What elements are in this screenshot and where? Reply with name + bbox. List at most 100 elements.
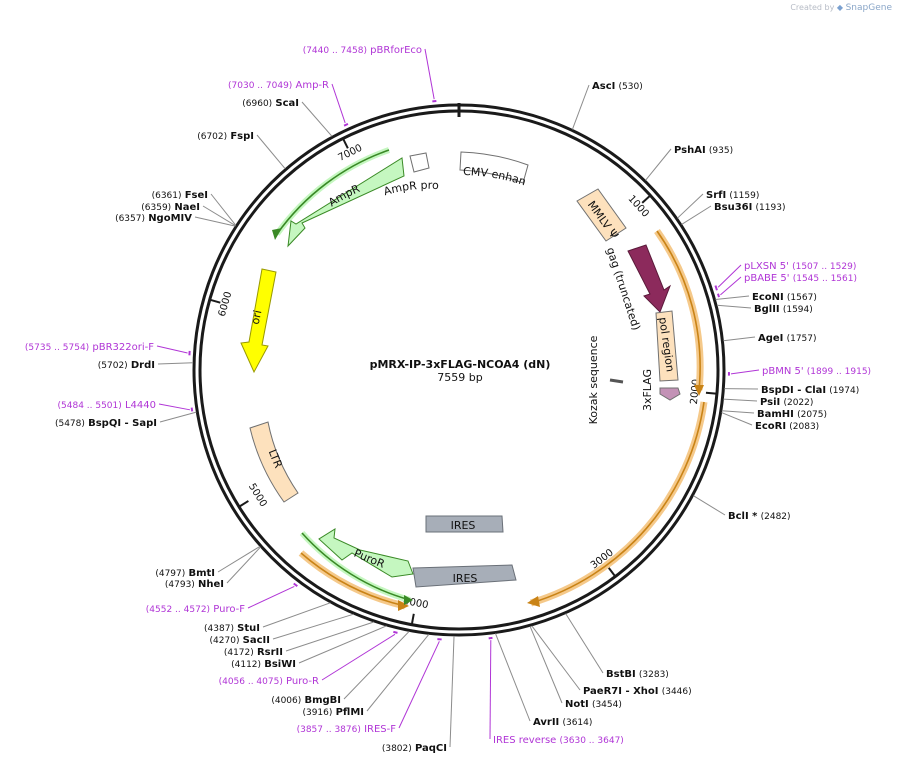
primer-label: (5484 .. 5501) L4440 [58, 400, 157, 411]
primer-label: (7440 .. 7458) pBRforEco [303, 45, 422, 56]
cut-line [723, 398, 758, 402]
primer-line [321, 633, 396, 681]
cut-line [210, 193, 237, 226]
enzyme-label: AvrII (3614) [533, 717, 592, 728]
primer-label: IRES reverse (3630 .. 3647) [493, 735, 624, 746]
enzyme-label: BspDI - ClaI (1974) [761, 385, 859, 396]
primer-line [158, 403, 191, 411]
feature-puror: PuroR [352, 547, 387, 571]
tick-mark [342, 138, 349, 149]
brand-name: SnapGene [845, 3, 892, 13]
feature-ampr-promoter: AmpR promoter [0, 0, 439, 198]
enzyme-label: (3916) PflMI [302, 707, 364, 718]
primer-label: pLXSN 5' (1507 .. 1529) [744, 261, 856, 272]
flag-shape [659, 387, 681, 401]
primer-label: (5735 .. 5754) pBR322ori-F [25, 342, 154, 353]
cut-line [366, 633, 430, 712]
primer-label: (7030 .. 7049) Amp-R [228, 80, 329, 91]
enzyme-label: (4006) BmgBI [271, 695, 341, 706]
enzyme-labels: AscI (530) PshAI (935) SrfI (1159)Bsu36I (… [55, 81, 859, 754]
cut-line [301, 101, 333, 137]
primer-line [398, 641, 440, 729]
cut-line [716, 304, 752, 309]
cut-line [202, 205, 236, 227]
tick-label: 5000 [246, 482, 269, 509]
enzyme-label: PshAI (935) [674, 145, 733, 156]
ori-shape [240, 268, 277, 374]
enzyme-label: BglII (1594) [754, 304, 813, 315]
cut-lines [157, 84, 759, 748]
primer-line [720, 276, 742, 296]
cut-line [721, 412, 753, 426]
primer-markers [156, 48, 760, 740]
created-by-text: Created by [790, 3, 835, 12]
puror-shape [318, 528, 414, 578]
cut-line [285, 621, 374, 652]
enzyme-label: EcoRI (2083) [755, 421, 819, 432]
plasmid-name: pMRX-IP-3xFLAG-NCOA4 (dN) [370, 358, 551, 371]
ltr-shape [249, 421, 299, 503]
gag-shape [627, 244, 672, 313]
primer-mark [393, 630, 398, 634]
cut-line [194, 216, 236, 227]
cut-line [529, 626, 563, 704]
primer-label: pBABE 5' (1545 .. 1561) [744, 273, 857, 284]
feature-ires-inner: IRES [451, 519, 476, 532]
enzyme-label: (3802) PaqCI [382, 743, 447, 754]
enzyme-label: (6359) NaeI [141, 202, 200, 213]
primer-line [489, 640, 492, 740]
cut-line [531, 625, 581, 691]
primer-label: (4056 .. 4075) Puro-R [219, 676, 319, 687]
tick-label: 6000 [217, 290, 234, 317]
enzyme-label: BclI * (2482) [728, 511, 791, 522]
cut-line [721, 410, 755, 414]
enzyme-label: (5478) BspQI - SapI [55, 418, 157, 429]
enzyme-label: (6702) FspI [197, 131, 254, 142]
green-arcs [272, 147, 413, 605]
enzyme-label: (6357) NgoMIV [115, 213, 192, 224]
primer-label: (4552 .. 4572) Puro-F [146, 604, 245, 615]
features [240, 151, 681, 588]
enzyme-label: SrfI (1159) [706, 190, 759, 201]
tick-mark [641, 195, 651, 204]
ampr-shape [287, 157, 405, 248]
enzyme-label: (4387) StuI [204, 623, 260, 634]
cut-line [343, 630, 410, 700]
enzyme-label: AscI (530) [592, 81, 643, 92]
snapgene-logo-icon: ◆ [836, 3, 844, 12]
enzyme-label: (6361) FseI [152, 190, 208, 201]
cut-line [272, 613, 354, 640]
primer-mark [293, 582, 298, 588]
primer-line [717, 264, 742, 288]
feature-cmv-enhancer: CMV enhancer [0, 0, 528, 188]
primer-labels: pLXSN 5' (1507 .. 1529)pBABE 5' (1545 ..… [25, 45, 871, 746]
tick-mark [210, 298, 221, 304]
cmv-enhancer-shape [459, 151, 529, 184]
primer-line [424, 48, 435, 100]
orf-arcs [298, 228, 708, 611]
enzyme-label: Bsu36I (1193) [714, 202, 785, 213]
enzyme-label: (6960) ScaI [242, 98, 299, 109]
cut-line [571, 84, 590, 130]
enzyme-label: PsiI (2022) [760, 397, 813, 408]
feature-ori: ori [249, 309, 265, 326]
primer-mark [343, 122, 349, 127]
enzyme-label: (4793) NheI [165, 579, 224, 590]
cut-line [449, 635, 455, 748]
primer-label: pBMN 5' (1899 .. 1915) [762, 366, 871, 377]
pol-shape [655, 310, 679, 382]
cut-line [565, 613, 604, 674]
enzyme-label: AgeI (1757) [758, 333, 817, 344]
cut-line [677, 193, 704, 219]
feature-3xflag: 3xFLAG [641, 369, 654, 411]
tick-mark [705, 391, 717, 395]
ires-inner-shape [425, 515, 504, 533]
cut-line [715, 295, 750, 300]
primer-mark [190, 407, 194, 412]
feature-kozak: Kozak sequence [587, 335, 600, 424]
mmlv-psi-shape [576, 188, 627, 242]
ires-outer-shape [412, 564, 517, 588]
enzyme-label: EcoNI (1567) [752, 292, 817, 303]
cut-line [262, 602, 331, 628]
